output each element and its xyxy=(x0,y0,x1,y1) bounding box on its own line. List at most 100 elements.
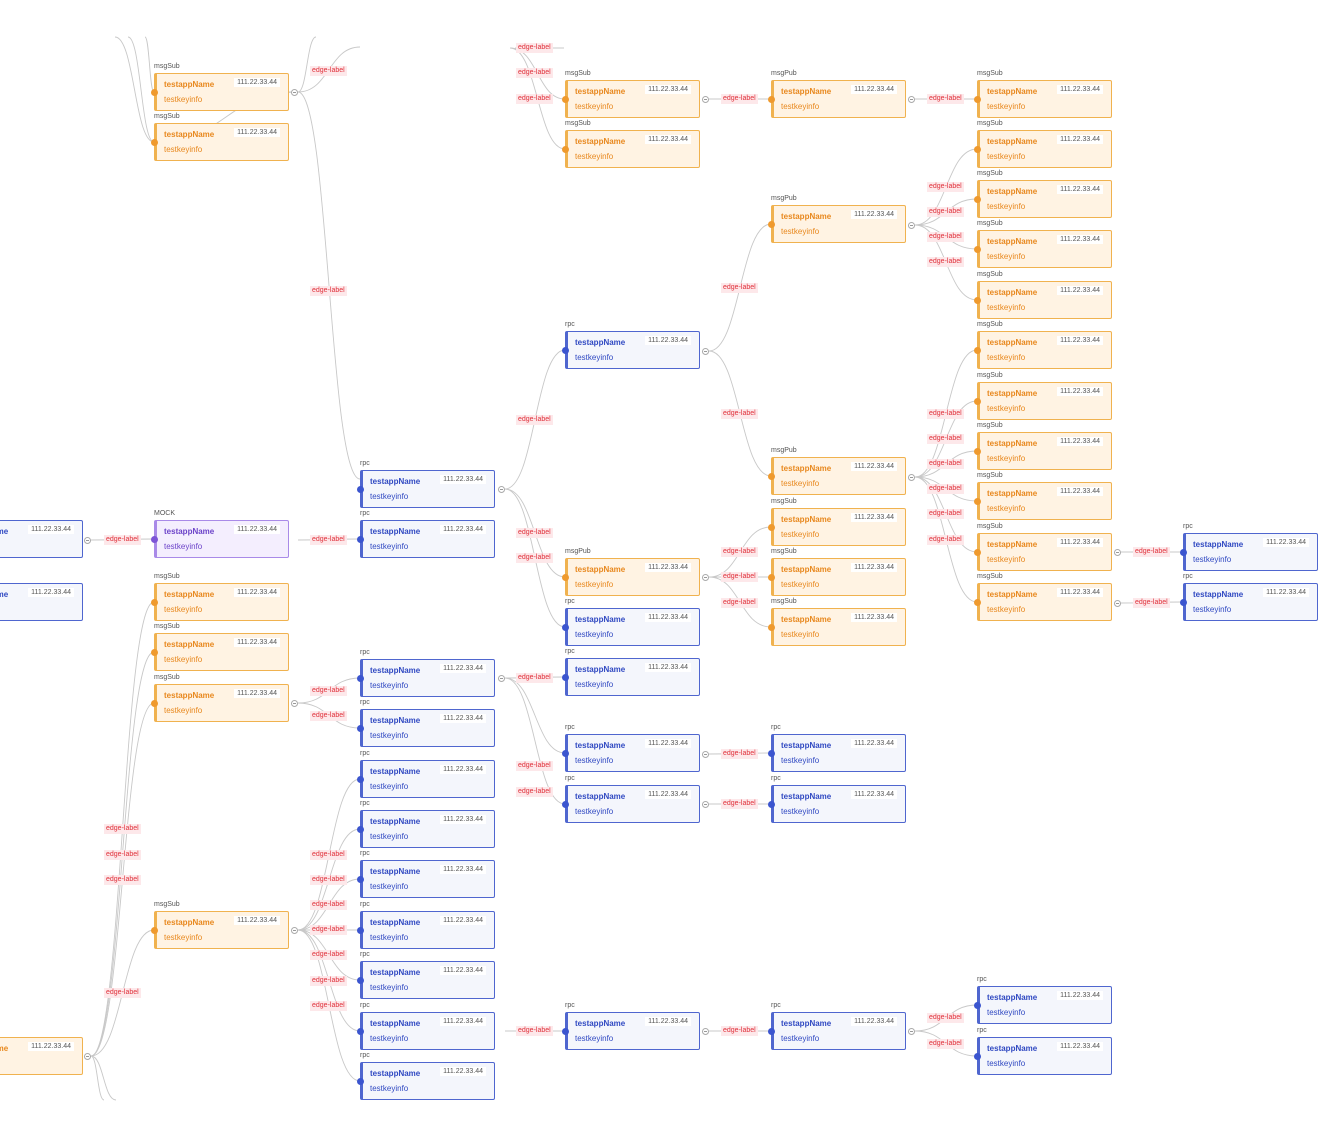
collapse-icon[interactable] xyxy=(84,1053,91,1060)
node-ip-badge: 111.22.33.44 xyxy=(1057,588,1103,597)
collapse-icon[interactable] xyxy=(702,96,709,103)
collapse-icon[interactable] xyxy=(908,474,915,481)
collapse-icon[interactable] xyxy=(908,96,915,103)
node-type-label: msgSub xyxy=(977,120,1003,127)
node-ip-badge: 111.22.33.44 xyxy=(440,1017,486,1026)
node-type-label: msgSub xyxy=(977,271,1003,278)
node-port-dot xyxy=(357,977,364,984)
collapse-icon[interactable] xyxy=(291,927,298,934)
collapse-icon[interactable] xyxy=(702,1028,709,1035)
node-ip-badge: 111.22.33.44 xyxy=(440,475,486,484)
node-app-name: testappName xyxy=(781,515,832,524)
edge-label: edge-label xyxy=(310,286,347,296)
collapse-icon[interactable] xyxy=(1114,549,1121,556)
node-port-dot xyxy=(768,1028,775,1035)
collapse-icon[interactable] xyxy=(908,1028,915,1035)
collapse-icon[interactable] xyxy=(702,574,709,581)
node-app-name: testappName xyxy=(370,918,421,927)
collapse-icon[interactable] xyxy=(702,348,709,355)
collapse-icon[interactable] xyxy=(84,537,91,544)
collapse-icon[interactable] xyxy=(702,751,709,758)
node-port-dot xyxy=(1180,549,1187,556)
node-port-dot xyxy=(974,297,981,304)
collapse-icon[interactable] xyxy=(291,700,298,707)
collapse-icon[interactable] xyxy=(498,486,505,493)
node-port-dot xyxy=(974,1002,981,1009)
node-ip-badge: 111.22.33.44 xyxy=(645,563,691,572)
edge-link xyxy=(114,36,155,143)
collapse-icon[interactable] xyxy=(908,222,915,229)
node-port-dot xyxy=(974,448,981,455)
node-port-dot xyxy=(151,927,158,934)
node-type-label: msgSub xyxy=(977,573,1003,580)
collapse-icon[interactable] xyxy=(702,801,709,808)
node-type-label: rpc xyxy=(360,1052,370,1059)
node-key-info: testkeyinfo xyxy=(1193,605,1232,614)
collapse-icon[interactable] xyxy=(1114,600,1121,607)
node-key-info: testkeyinfo xyxy=(987,152,1026,161)
node-app-name: testappName xyxy=(781,565,832,574)
collapse-icon[interactable] xyxy=(291,89,298,96)
collapse-icon[interactable] xyxy=(498,675,505,682)
edge-label: edge-label xyxy=(310,711,347,721)
edge-label: edge-label xyxy=(721,799,758,809)
node-ip-badge: 111.22.33.44 xyxy=(1057,336,1103,345)
node-key-info: testkeyinfo xyxy=(370,1034,409,1043)
